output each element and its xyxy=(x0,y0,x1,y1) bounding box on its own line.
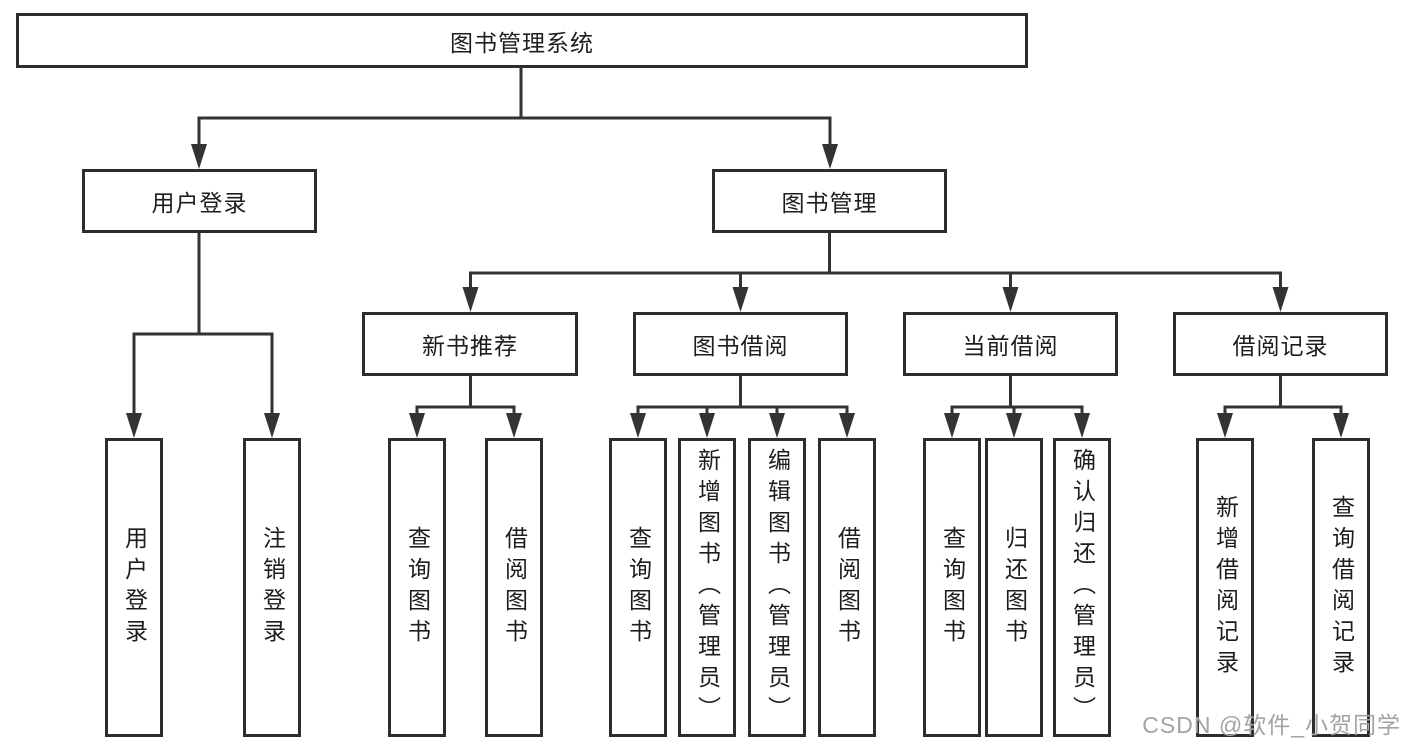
arrowhead xyxy=(1333,413,1349,438)
arrowhead xyxy=(191,144,207,169)
node-user-login: 用户登录 xyxy=(82,169,317,233)
arrowhead xyxy=(264,413,280,438)
arrowhead xyxy=(769,413,785,438)
arrowhead xyxy=(1217,413,1233,438)
watermark: CSDN @软件_小贺同学 xyxy=(1142,712,1401,738)
arrowhead xyxy=(1272,287,1289,312)
arrowhead xyxy=(1002,287,1019,312)
leaf-user-login: 用户登录 xyxy=(105,438,163,737)
leaf-query-book-current: 查询图书 xyxy=(923,438,981,737)
arrowhead xyxy=(126,413,142,438)
leaf-query-book-recommend: 查询图书 xyxy=(388,438,446,737)
leaf-query-borrow-record: 查询借阅记录 xyxy=(1312,438,1370,737)
arrowhead xyxy=(944,413,960,438)
arrowhead xyxy=(409,413,425,438)
leaf-query-book-borrowing: 查询图书 xyxy=(609,438,667,737)
node-new-book-recommend: 新书推荐 xyxy=(362,312,578,376)
node-book-borrowing: 图书借阅 xyxy=(633,312,848,376)
node-library-management-system: 图书管理系统 xyxy=(16,13,1028,68)
arrowhead xyxy=(1006,413,1022,438)
arrowhead xyxy=(462,287,479,312)
arrowhead xyxy=(822,144,838,169)
leaf-logout: 注销登录 xyxy=(243,438,301,737)
leaf-add-book-admin: 新增图书（管理员） xyxy=(678,438,736,737)
node-current-borrowing: 当前借阅 xyxy=(903,312,1118,376)
node-borrow-records: 借阅记录 xyxy=(1173,312,1388,376)
arrowhead xyxy=(630,413,646,438)
arrowhead xyxy=(506,413,522,438)
leaf-edit-book-admin: 编辑图书（管理员） xyxy=(748,438,806,737)
leaf-add-borrow-record: 新增借阅记录 xyxy=(1196,438,1254,737)
arrowhead xyxy=(732,287,749,312)
arrowhead xyxy=(839,413,855,438)
leaf-borrow-book-recommend: 借阅图书 xyxy=(485,438,543,737)
arrowhead xyxy=(1074,413,1090,438)
node-book-management: 图书管理 xyxy=(712,169,947,233)
leaf-borrow-book-borrowing: 借阅图书 xyxy=(818,438,876,737)
arrowhead xyxy=(699,413,715,438)
leaf-return-book: 归还图书 xyxy=(985,438,1043,737)
leaf-confirm-return-admin: 确认归还（管理员） xyxy=(1053,438,1111,737)
